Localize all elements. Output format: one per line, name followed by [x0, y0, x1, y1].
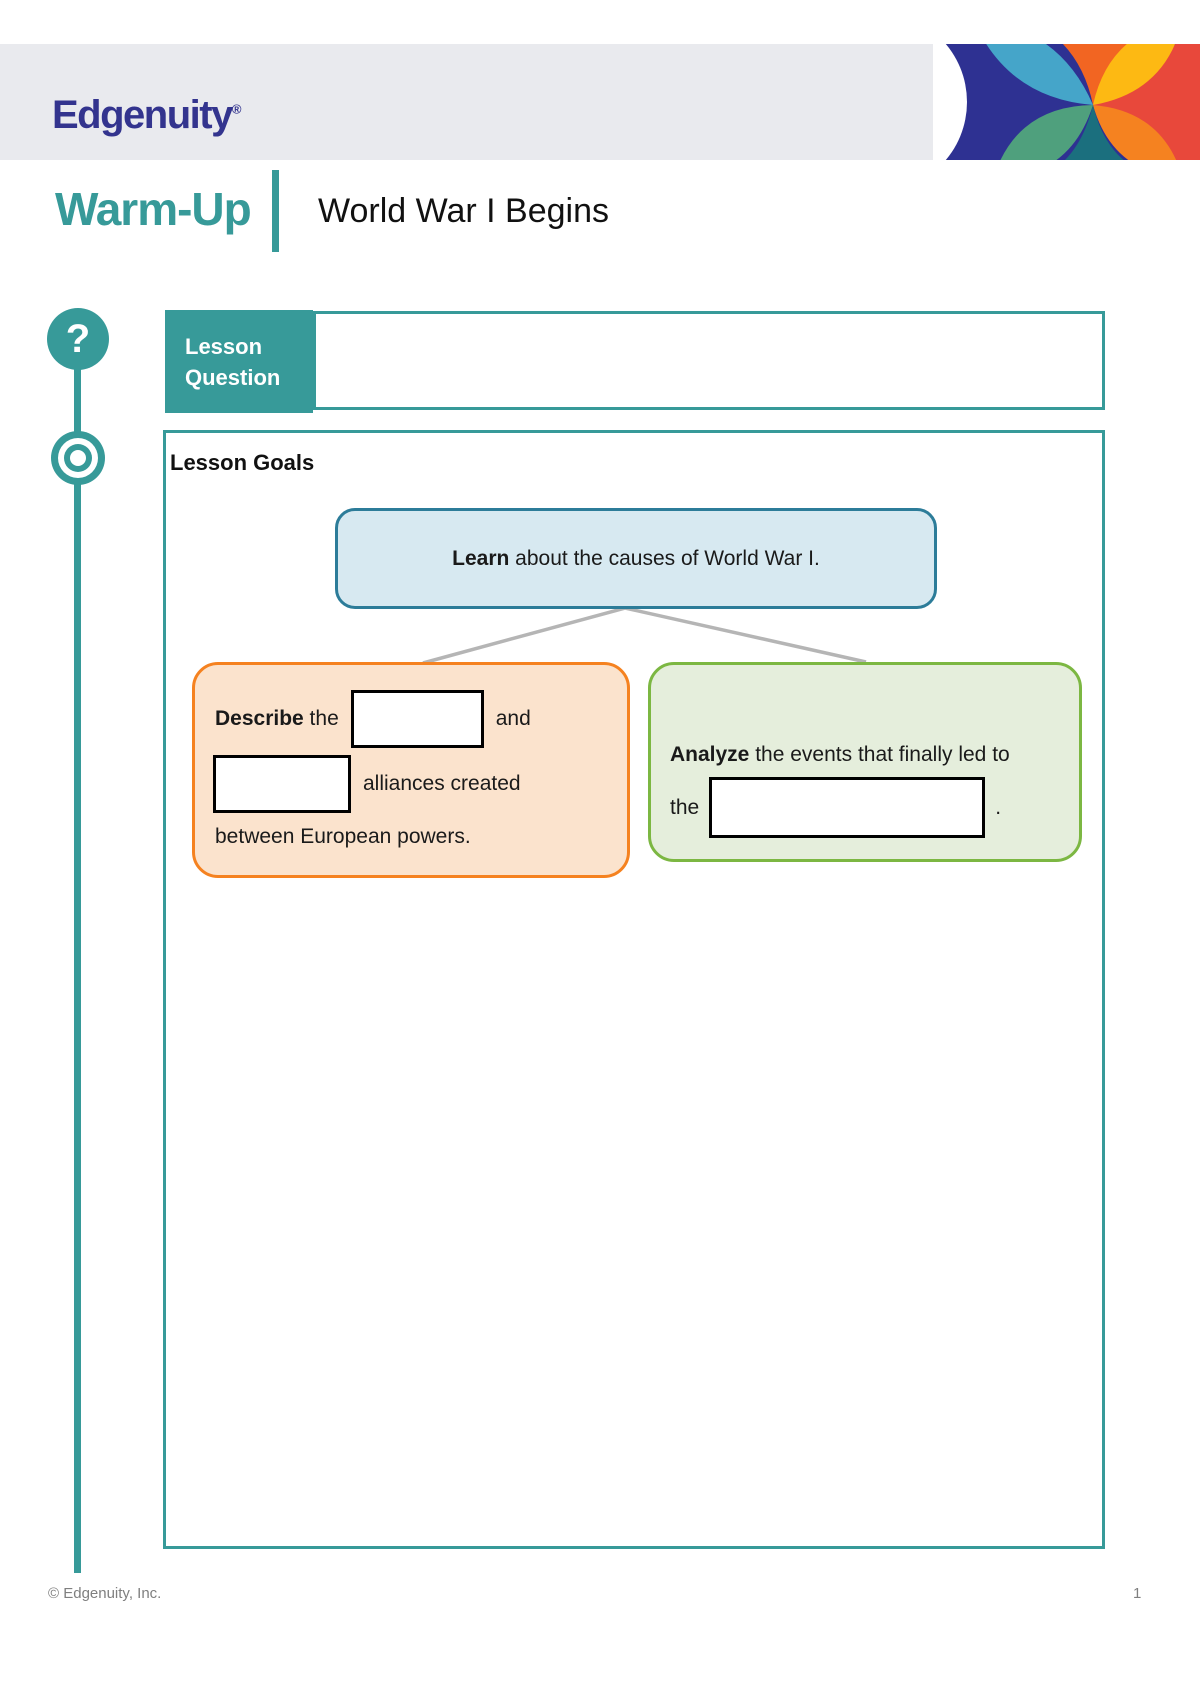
answer-blank-2[interactable] [213, 755, 351, 813]
describe-goal-box: Describe the and alliances created betwe… [192, 662, 630, 878]
learn-goal-box: Learn about the causes of World War I. [335, 508, 937, 609]
edgenuity-logo: Edgenuity® [52, 93, 241, 138]
title-divider [272, 170, 279, 252]
lesson-goals-heading: Lesson Goals [170, 450, 315, 475]
answer-blank-3[interactable] [709, 777, 986, 838]
analyze-bold: Analyze [670, 743, 750, 766]
analyze-line-1: Analyze the events that finally led to [670, 743, 1010, 767]
period-text: . [995, 795, 1002, 819]
pinwheel-graphic [933, 44, 1200, 160]
analyze-after-bold: the events that finally led to [749, 743, 1010, 766]
describe-after-bold: the [303, 707, 339, 730]
describe-line-2: alliances created [213, 755, 521, 813]
page-number: 1 [1133, 1585, 1142, 1602]
target-icon [51, 431, 105, 485]
learn-goal-text: Learn about the causes of World War I. [452, 547, 820, 571]
answer-blank-1[interactable] [350, 690, 484, 748]
copyright-text: © Edgenuity, Inc. [48, 1585, 162, 1602]
page-title: World War I Begins [318, 192, 609, 230]
describe-line-3: between European powers. [215, 825, 471, 848]
question-glyph: ? [65, 316, 91, 361]
the-text: the [670, 795, 700, 819]
describe-text: Describe the [215, 707, 339, 731]
describe-bold: Describe [215, 707, 304, 730]
question-icon: ? [47, 308, 109, 370]
analyze-goal-box: Analyze the events that finally led to t… [648, 662, 1082, 862]
registered-mark: ® [231, 101, 242, 117]
learn-rest: about the causes of World War I. [509, 546, 820, 570]
lesson-question-label: Lesson Question [165, 310, 313, 413]
describe-line-1: Describe the and [215, 690, 531, 748]
analyze-line-2: the . [670, 777, 1001, 838]
alliances-text: alliances created [363, 772, 521, 795]
left-rail-line [74, 318, 81, 1573]
logo-text: Edgenuity [52, 93, 233, 137]
learn-bold: Learn [452, 546, 510, 570]
lesson-question-answer-area[interactable] [313, 311, 1105, 410]
and-text: and [495, 707, 531, 730]
warmup-label: Warm-Up [55, 183, 252, 235]
